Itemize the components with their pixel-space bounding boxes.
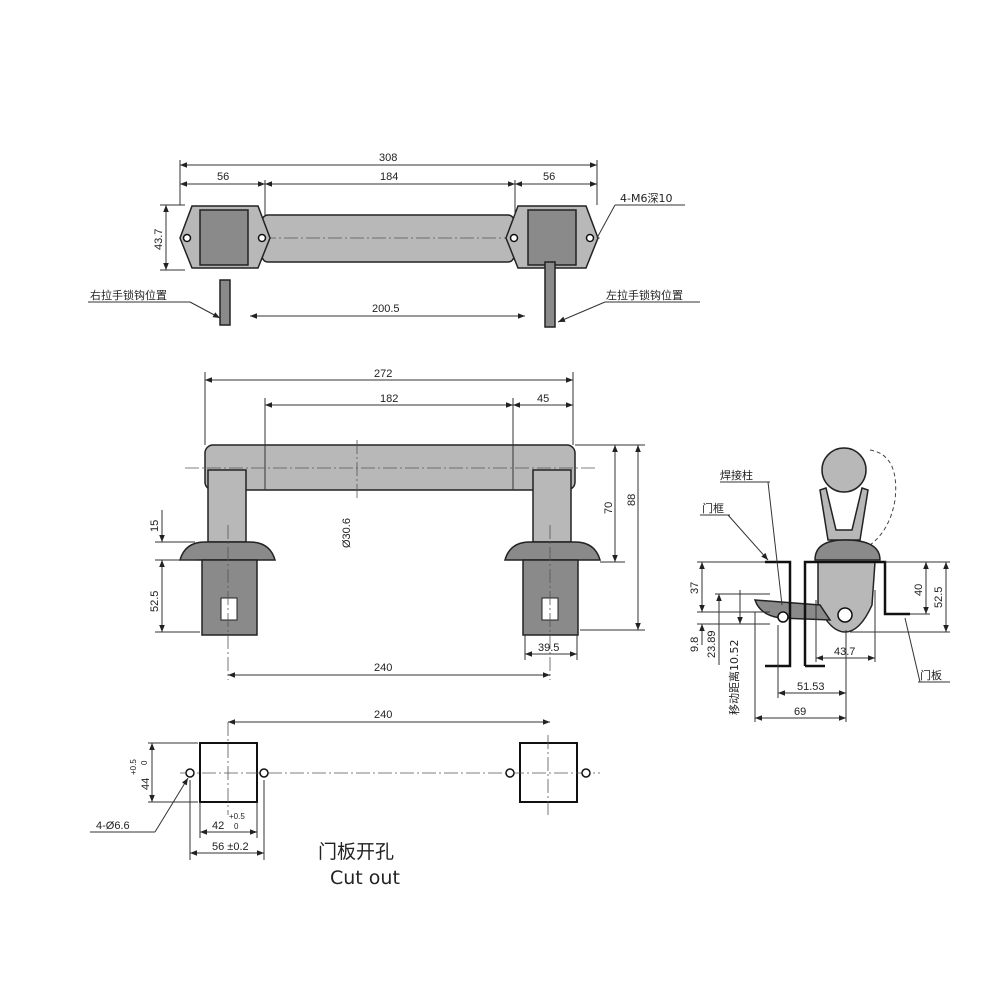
dim-52-5: 52.5: [933, 587, 945, 608]
dim-right-end: 56: [543, 171, 555, 183]
dim-height-88: 88: [626, 494, 638, 506]
right-cutout: [519, 742, 578, 803]
dim-overall-front: 272: [374, 368, 392, 380]
height-tol-upper: +0.5: [129, 759, 138, 775]
handle-arm: [819, 487, 869, 541]
width-tol-lower: 0: [234, 822, 239, 831]
mount-hole: [259, 768, 269, 778]
mount-hole: [505, 768, 515, 778]
handle-bar: [261, 214, 515, 263]
mount-hole: [185, 768, 195, 778]
width-tol-upper: +0.5: [229, 812, 245, 821]
handle-section: [821, 447, 867, 493]
dim-37: 37: [689, 582, 701, 594]
door-panel-label: 门板: [920, 668, 942, 682]
dim-diameter: Ø30.6: [341, 518, 353, 548]
right-hook-label: 右拉手锁钩位置: [90, 288, 167, 302]
cutout-view: 240 44 +0.5 0 42 +0.5 0 56 ±0.2 4-Ø6.6 门…: [90, 709, 600, 889]
cutout-title-en: Cut out: [330, 867, 400, 889]
dim-left-end: 56: [217, 171, 229, 183]
dim-hook-span: 200.5: [372, 303, 400, 315]
dim-cutout-height: 44: [140, 778, 152, 790]
mount-hole: [581, 768, 591, 778]
dim-flange: 15: [149, 520, 161, 532]
dim-height: 43.7: [153, 229, 165, 250]
right-post: [532, 469, 572, 543]
left-hook-label: 左拉手锁钩位置: [606, 288, 683, 302]
dim-hole-span: 56 ±0.2: [212, 841, 249, 853]
right-hook: [219, 279, 231, 326]
height-tol-lower: 0: [140, 760, 149, 765]
dim-40: 40: [913, 584, 925, 596]
left-post: [207, 469, 247, 543]
right-flange: [504, 541, 601, 561]
left-cutout: [199, 742, 258, 803]
dim-travel: 移动距离10.52: [727, 640, 741, 716]
weld-stud-label: 焊接柱: [720, 468, 753, 482]
dim-base: 52.5: [149, 591, 161, 612]
dim-base-width: 39.5: [538, 642, 559, 654]
dim-43-7: 43.7: [834, 646, 855, 658]
side-view: 焊接柱 门框 门板 37 9.8 23.89 移动距离10.52 40 52.5…: [689, 447, 950, 722]
dim-end: 45: [537, 393, 549, 405]
dim-23-89: 23.89: [706, 630, 718, 658]
thread-note: 4-M6深10: [620, 192, 672, 205]
top-view: 308 56 184 56 43.7 4-M6深10 右拉手锁钩位置 左拉手锁钩…: [88, 152, 700, 328]
grip-bar: [204, 444, 576, 491]
dim-bar: 182: [380, 393, 398, 405]
door-frame-label: 门框: [702, 501, 724, 515]
dim-pitch: 240: [374, 662, 392, 674]
dim-cutout-pitch: 240: [374, 709, 392, 721]
front-view: 272 182 45 Ø30.6 70 88 15 52.5 240 39.5: [149, 368, 645, 680]
left-flange: [179, 541, 276, 561]
left-hook: [544, 261, 556, 328]
dim-cutout-width: 42: [212, 820, 224, 832]
dim-9-8: 9.8: [689, 637, 701, 652]
dim-51-53: 51.53: [797, 681, 825, 693]
dim-69: 69: [794, 706, 806, 718]
dim-height-70: 70: [603, 502, 615, 514]
cutout-title-cn: 门板开孔: [318, 841, 394, 863]
dim-center: 184: [380, 171, 398, 183]
dim-overall: 308: [379, 152, 397, 164]
holes-note: 4-Ø6.6: [96, 820, 130, 832]
latch-hook: [753, 599, 832, 621]
